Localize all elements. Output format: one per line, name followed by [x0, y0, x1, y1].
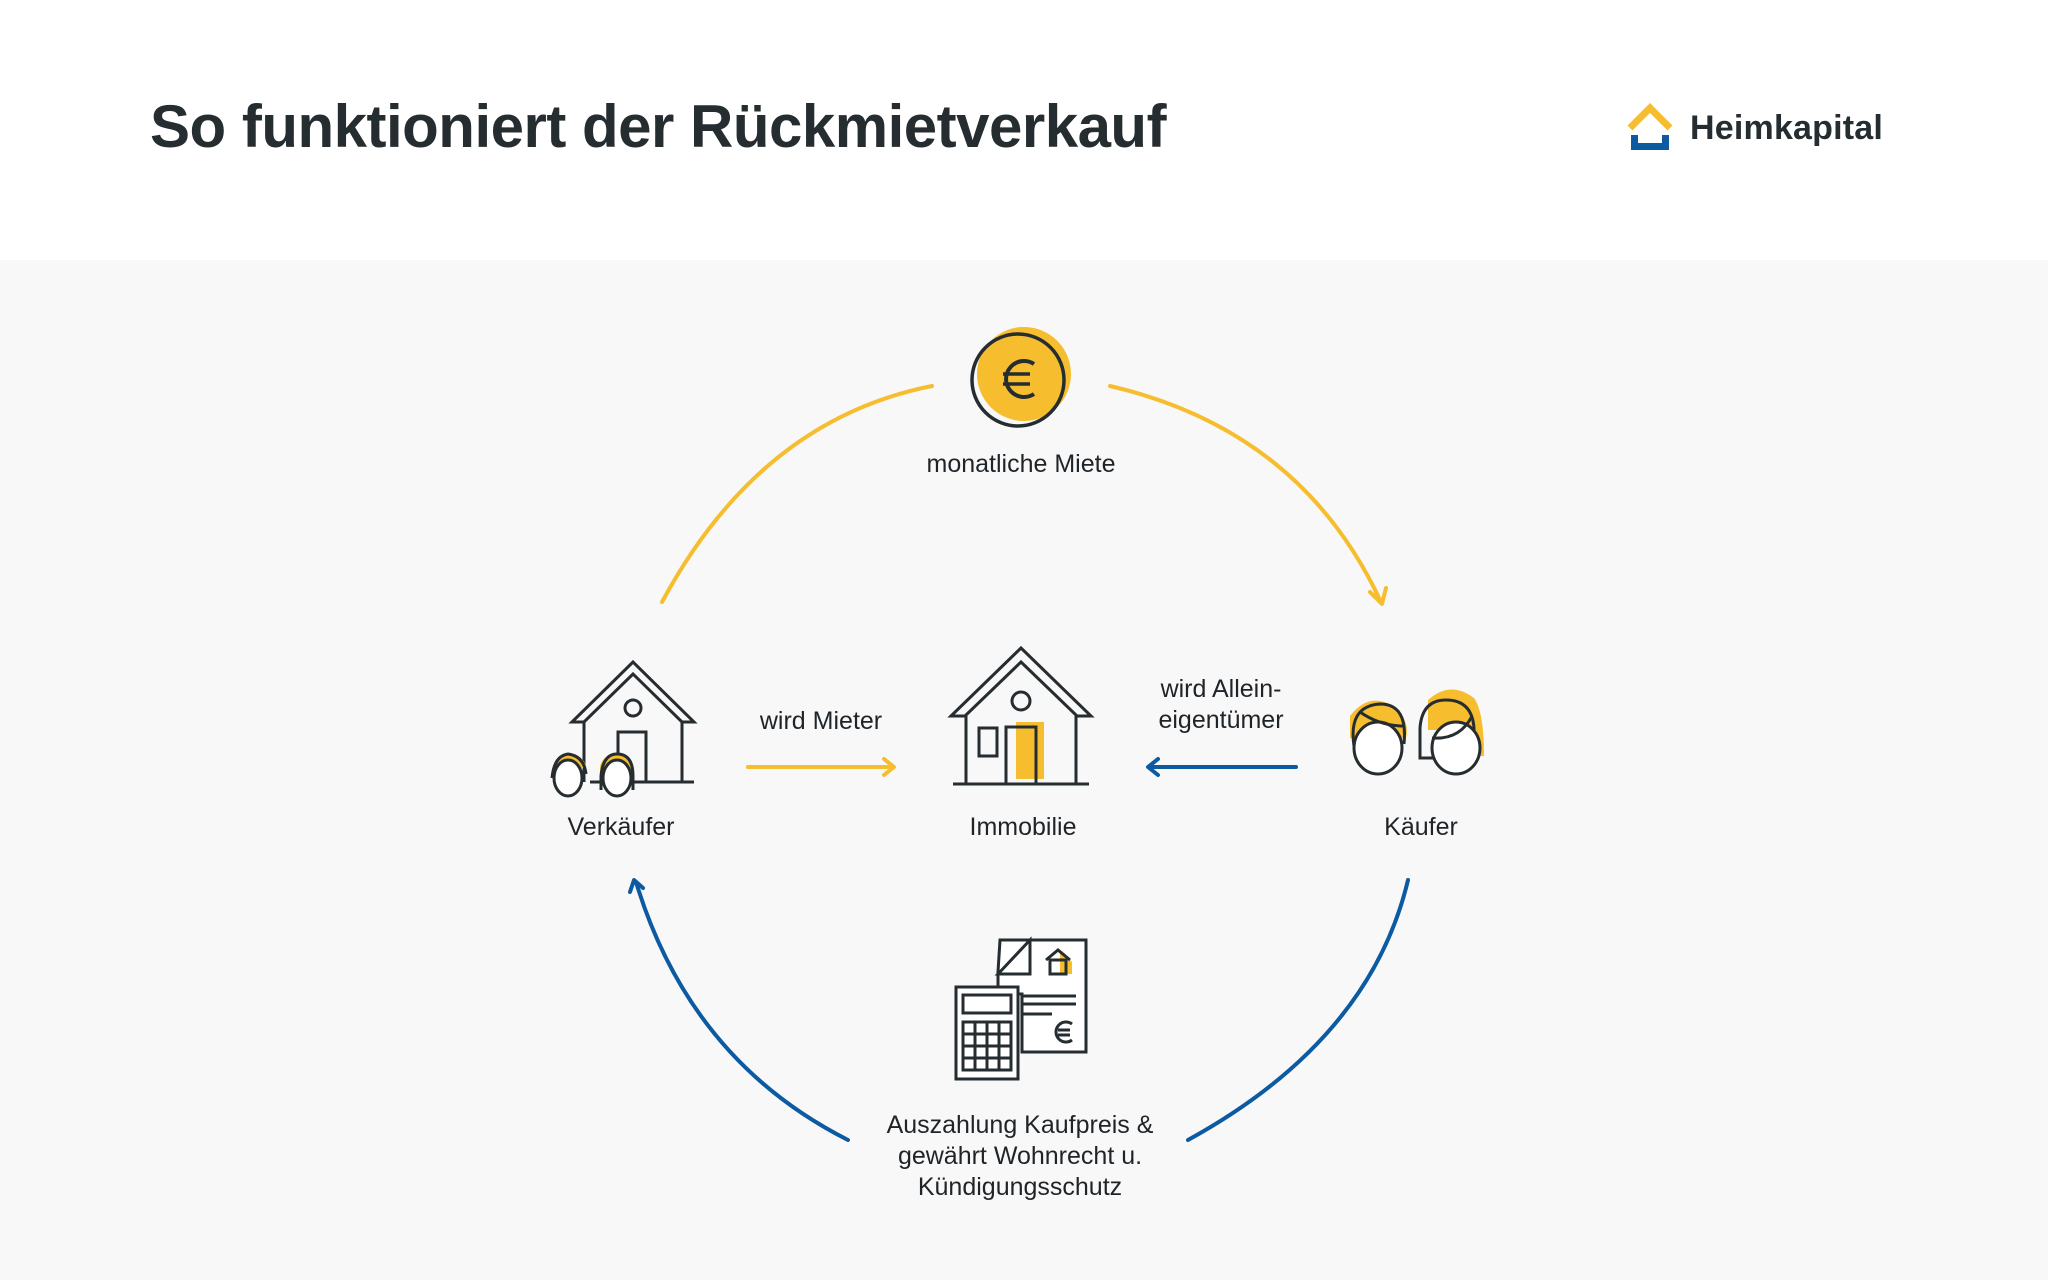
- couple-icon: [1350, 689, 1484, 776]
- payout-label-line1: Auszahlung Kaufpreis &: [886, 1111, 1154, 1139]
- heimkapital-house-logo-icon: [1627, 103, 1673, 150]
- seller-label: Verkäufer: [567, 813, 675, 841]
- header: So funktioniert der Rückmietverkauf Heim…: [0, 0, 2048, 260]
- payout-arc-right: [1186, 878, 1410, 1142]
- logo[interactable]: Heimkapital: [1626, 98, 1883, 158]
- rent-arc-right: [1108, 384, 1382, 602]
- property-label: Immobilie: [969, 813, 1077, 841]
- rent-arrowhead: [1368, 586, 1388, 606]
- buyer-label: Käufer: [1384, 813, 1458, 841]
- rent-label: monatliche Miete: [926, 450, 1116, 478]
- becomes-owner-label-line1: wird Allein-: [1160, 675, 1282, 703]
- payout-arc-left: [634, 880, 850, 1142]
- page-title: So funktioniert der Rückmietverkauf: [150, 93, 1167, 160]
- house-with-couple-icon: [550, 659, 698, 798]
- payout-label-line2: gewährt Wohnrecht u.: [897, 1142, 1143, 1170]
- payout-label-line3: Kündigungsschutz: [917, 1173, 1123, 1201]
- rent-arc-left: [660, 384, 934, 604]
- becomes-owner-label-line2: eigentümer: [1158, 706, 1284, 734]
- logo-text: Heimkapital: [1690, 108, 1884, 147]
- payout-arrowhead: [628, 878, 645, 894]
- euro-coin-icon: [970, 327, 1071, 428]
- house-icon: [947, 645, 1095, 786]
- calculator-contract-icon: [954, 936, 1088, 1081]
- becomes-tenant-label: wird Mieter: [759, 707, 883, 735]
